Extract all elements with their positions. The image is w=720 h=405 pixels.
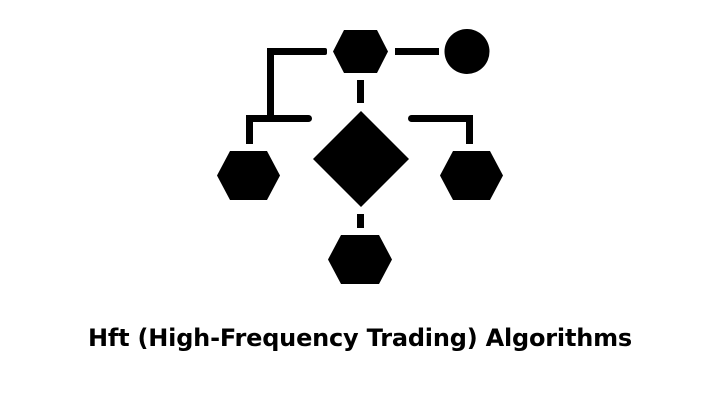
right-hexagon [440, 151, 503, 200]
connector-line [246, 115, 253, 144]
connector-line [357, 80, 364, 103]
bottom-hexagon [328, 235, 392, 284]
connector-line [395, 48, 439, 55]
connector-line [267, 48, 274, 122]
connector-line [466, 115, 473, 144]
connector-line [408, 115, 473, 122]
top-hexagon [333, 30, 388, 73]
connector-line [357, 214, 364, 228]
top-circle [444, 29, 490, 74]
flowchart-icon [217, 29, 503, 284]
connector-line [267, 48, 327, 55]
left-hexagon [217, 151, 280, 200]
decision-diamond [313, 111, 409, 207]
caption-title: Hft (High-Frequency Trading) Algorithms [87, 324, 633, 352]
connector-line [246, 115, 312, 122]
